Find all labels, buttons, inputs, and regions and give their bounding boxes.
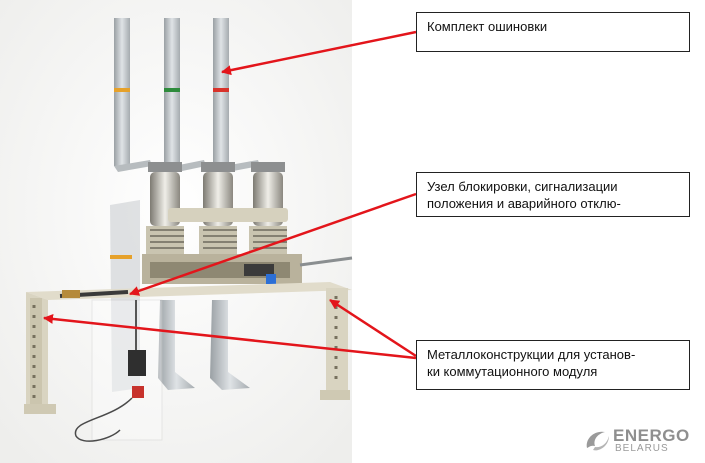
callout-interlock-line-2: положения и аварийного отклю- — [427, 196, 621, 211]
vacuum-interrupters — [146, 162, 288, 254]
callout-frame: Металлоконструкции для установ- ки комму… — [416, 340, 690, 390]
interlock-assembly — [59, 290, 146, 442]
callout-interlock-line-1: Узел блокировки, сигнализации — [427, 179, 618, 194]
callout-busbar-kit: Комплект ошиновки — [416, 12, 690, 52]
callout-arrows — [43, 30, 417, 360]
busbar-kit — [114, 18, 260, 174]
callout-interlock: Узел блокировки, сигнализации положения … — [416, 172, 690, 217]
arrow-interlock — [129, 192, 417, 296]
arrow-frame-left — [43, 313, 417, 360]
logo-text-top: ENERGO — [613, 426, 690, 445]
mounting-frame — [24, 282, 352, 414]
energobelarus-logo: ENERGO BELARUS — [583, 424, 693, 458]
callout-busbar-kit-text: Комплект ошиновки — [427, 19, 548, 34]
arrow-frame-right — [329, 298, 417, 358]
swirl-logo-icon — [586, 431, 609, 451]
rear-plates — [91, 200, 250, 441]
callout-frame-line-1: Металлоконструкции для установ- — [427, 347, 636, 362]
arrow-busbar-kit — [221, 30, 417, 76]
logo-text-bottom: BELARUS — [615, 443, 669, 454]
callout-frame-line-2: ки коммутационного модуля — [427, 364, 598, 379]
